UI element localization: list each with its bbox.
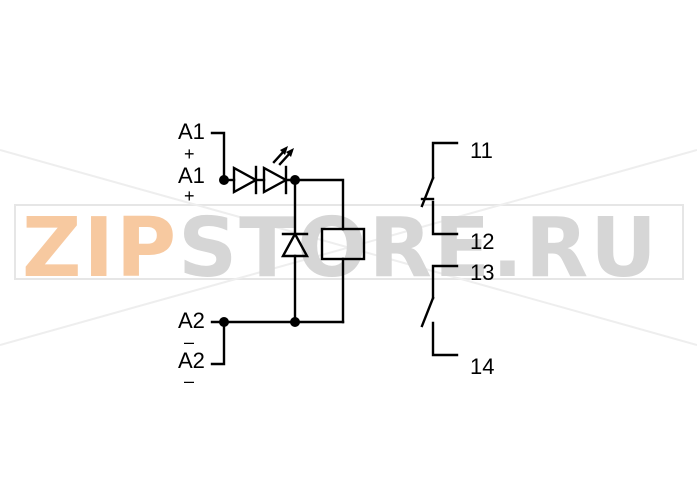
led-light-arrows-icon (272, 146, 294, 166)
contacts: 11 12 13 14 (420, 138, 494, 379)
watermark: ZIPSTORE.RU (0, 149, 697, 346)
watermark-text-zip: ZIP (22, 201, 178, 296)
terminal-a1-top-sign: + (184, 144, 195, 164)
watermark-band (14, 204, 684, 280)
coil-circuit (210, 131, 366, 366)
led-indicator (262, 146, 294, 195)
contact-label-11: 11 (470, 138, 493, 163)
coil-top-wire (284, 178, 345, 231)
contact-label-12: 12 (470, 229, 494, 254)
terminal-a2-bottom: A2 (178, 348, 205, 373)
terminal-a1-bottom-sign: + (184, 186, 195, 206)
junction-coil-bottom (290, 317, 300, 327)
svg-text:ZIPSTORE.RU: ZIPSTORE.RU (22, 201, 659, 296)
terminal-a1-top: A1 (178, 119, 205, 144)
junction-a1 (219, 175, 229, 185)
terminal-labels: A1 + A1 + A2 – A2 – (178, 119, 205, 391)
a1-link-wire (210, 131, 226, 182)
terminal-a2-top: A2 (178, 308, 205, 333)
watermark-diagonal-2 (0, 149, 697, 346)
series-diode (232, 165, 259, 195)
junction-a2 (219, 317, 229, 327)
contact-label-14: 14 (470, 354, 494, 379)
junction-coil-top (290, 175, 300, 185)
a2-link-wire (210, 320, 226, 366)
contact-label-13: 13 (470, 260, 494, 285)
terminal-a1-bottom: A1 (178, 163, 205, 188)
terminal-a2-bottom-sign: – (184, 371, 194, 391)
nc-contact (420, 141, 459, 236)
terminal-a2-top-sign: – (184, 332, 194, 352)
watermark-text-store: STORE.RU (178, 201, 659, 296)
no-contact (420, 264, 459, 357)
